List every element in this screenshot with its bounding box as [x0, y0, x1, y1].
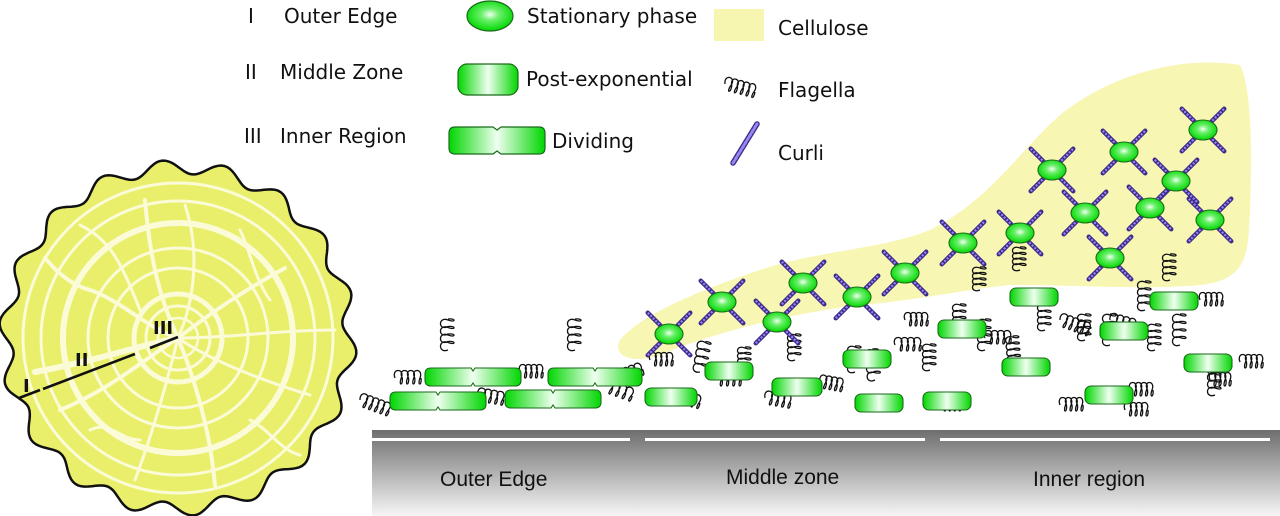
zone-label-outer-edge-bottom: Outer Edge	[440, 468, 547, 491]
flagellum	[893, 336, 922, 352]
flagellum	[604, 379, 634, 402]
rod-cells-layer	[389, 287, 1233, 413]
zone-label-inner-region-bottom: Inner region	[1033, 468, 1145, 491]
flagellum	[903, 311, 929, 327]
legend-label-post-exponential: Post-exponential	[526, 67, 693, 91]
legend-cell-types: Stationary phase Post-exponential Dividi…	[448, 0, 697, 155]
stationary-phase-cell	[1195, 209, 1225, 231]
colony-wrinkles	[32, 198, 337, 487]
flagellum	[1011, 246, 1027, 272]
zone-numeral-I: I	[248, 4, 254, 28]
legend-label-stationary-phase: Stationary phase	[527, 4, 697, 28]
flagellum	[1076, 313, 1092, 342]
stationary-phase-cell	[1037, 159, 1067, 181]
flagellum	[359, 393, 391, 417]
dividing-cell-icon	[448, 126, 546, 155]
stationary-phase-cell	[1161, 170, 1191, 192]
post-exponential-cell-icon	[457, 63, 519, 96]
stationary-phase-cell	[948, 232, 978, 254]
zone-label-inner-region: Inner Region	[280, 124, 407, 148]
legend-matrix: Cellulose Flagella Curli	[714, 9, 869, 166]
flagellum	[1059, 313, 1091, 337]
flagellum	[393, 369, 422, 385]
colony-marker-I: I	[23, 376, 30, 397]
post-exponential-cell	[1084, 385, 1134, 405]
dividing-cell	[504, 389, 602, 409]
post-exponential-cell	[842, 349, 892, 369]
flagellum	[1004, 335, 1022, 364]
post-exponential-cell	[854, 393, 904, 413]
stationary-phase-cell	[1070, 202, 1100, 224]
zone-numeral-III: III	[244, 124, 262, 148]
stationary-phase-cell	[762, 311, 792, 333]
legend-label-cellulose: Cellulose	[778, 16, 869, 40]
colony-top-view: I II III	[0, 159, 358, 516]
post-exponential-cell	[1149, 291, 1199, 311]
flagellum	[1058, 396, 1084, 412]
cellulose-swatch-icon	[714, 9, 764, 41]
post-exponential-cell	[704, 361, 754, 381]
post-exponential-cell	[1099, 321, 1149, 341]
stationary-cells-layer	[654, 119, 1225, 345]
zone-label-outer-edge: Outer Edge	[284, 4, 397, 28]
legend-label-dividing: Dividing	[552, 129, 634, 153]
stationary-phase-cell	[1005, 222, 1035, 244]
post-exponential-cell	[1001, 357, 1051, 377]
flagellum	[1036, 303, 1052, 332]
stationary-phase-cell	[788, 272, 818, 294]
flagellum	[566, 318, 582, 352]
post-exponential-cell	[922, 391, 972, 411]
stationary-phase-cell	[1095, 247, 1125, 269]
dividing-cell	[424, 367, 522, 387]
flagella-icon	[724, 76, 757, 99]
flagellum	[1128, 381, 1154, 397]
flagellum	[1123, 401, 1149, 417]
stationary-phase-cell	[1109, 141, 1139, 163]
legend: I Outer Edge II Middle Zone III Inner Re…	[244, 0, 869, 166]
stationary-phase-cell	[890, 262, 920, 284]
flagellum	[1198, 291, 1224, 307]
legend-label-flagella: Flagella	[778, 78, 856, 102]
flagella-layer	[359, 246, 1264, 417]
post-exponential-cell	[1183, 353, 1233, 373]
flagellum	[1146, 323, 1162, 352]
colony-radius-line	[18, 335, 179, 400]
stationary-phase-cell	[654, 323, 684, 345]
flagellum	[439, 318, 455, 352]
flagellum	[1208, 371, 1232, 387]
flagellum	[1238, 353, 1264, 369]
flagellum	[648, 351, 674, 367]
stationary-phase-cell	[1135, 197, 1165, 219]
post-exponential-cell	[644, 387, 698, 407]
dividing-cell	[547, 367, 643, 387]
legend-label-curli: Curli	[778, 141, 824, 165]
flagellum	[971, 266, 987, 292]
stationary-phase-cell	[842, 286, 872, 308]
flagellum	[819, 374, 844, 393]
agar-substrate	[372, 430, 1280, 516]
flagellum	[1171, 313, 1187, 347]
colony-marker-II: II	[75, 350, 88, 371]
colony-marker-III: III	[153, 318, 173, 339]
curli-icon	[730, 121, 760, 166]
stationary-phase-cell	[1188, 119, 1218, 141]
zone-label-middle-zone: Middle Zone	[280, 60, 403, 84]
cellulose-matrix	[618, 62, 1251, 360]
stationary-phase-cell-icon	[466, 0, 514, 32]
flagellum	[518, 363, 544, 379]
flagellum	[921, 343, 937, 372]
zone-label-middle-zone-bottom: Middle zone	[726, 466, 839, 489]
biofilm-cross-section: Outer Edge Middle zone Inner region	[359, 62, 1280, 516]
zone-numeral-II: II	[245, 60, 257, 84]
flagellum	[724, 76, 757, 99]
dividing-cell	[389, 391, 487, 411]
stationary-phase-cell	[707, 291, 737, 313]
post-exponential-cell	[1009, 287, 1059, 307]
flagellum	[1161, 253, 1177, 282]
post-exponential-cell	[937, 319, 987, 339]
post-exponential-cell	[771, 377, 823, 397]
legend-zones: I Outer Edge II Middle Zone III Inner Re…	[244, 4, 407, 148]
